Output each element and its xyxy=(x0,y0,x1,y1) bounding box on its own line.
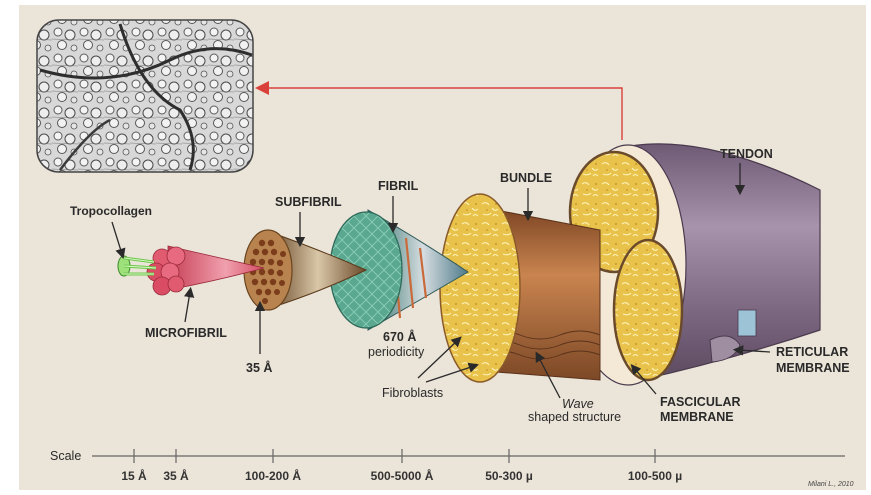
label-wave-rest: shaped structure xyxy=(528,410,621,424)
label-fascicular-line2: MEMBRANE xyxy=(660,410,734,424)
scale-tick-5: 50-300 µ xyxy=(485,469,533,483)
scale-title: Scale xyxy=(50,449,81,463)
label-subfibril-size: 35 Å xyxy=(246,360,272,375)
scale-tick-3: 100-200 Å xyxy=(245,468,301,483)
label-microfibril: MICROFIBRIL xyxy=(145,326,227,340)
label-wave: Wave xyxy=(562,397,594,411)
label-tendon: TENDON xyxy=(720,147,773,161)
red-link-arrow xyxy=(262,88,622,140)
scale-tick-2: 35 Å xyxy=(163,468,189,483)
credit-text: Milani L., 2010 xyxy=(808,481,854,488)
scale-tick-1: 15 Å xyxy=(121,468,147,483)
label-tropocollagen: Tropocollagen xyxy=(70,204,152,218)
label-bundle: BUNDLE xyxy=(500,171,552,185)
label-fibroblasts: Fibroblasts xyxy=(382,386,443,400)
label-reticular-line2: MEMBRANE xyxy=(776,361,850,375)
label-periodicity-word: periodicity xyxy=(368,345,425,359)
label-periodicity-value: 670 Å xyxy=(383,329,416,344)
label-fibril: FIBRIL xyxy=(378,179,419,193)
scale-bar: Scale 15 Å 35 Å 100-200 Å 500-5000 Å 50-… xyxy=(50,449,845,483)
scale-tick-6: 100-500 µ xyxy=(628,469,682,483)
scale-tick-4: 500-5000 Å xyxy=(371,468,434,483)
label-subfibril: SUBFIBRIL xyxy=(275,195,342,209)
label-reticular-line1: RETICULAR xyxy=(776,345,848,359)
label-fascicular-line1: FASCICULAR xyxy=(660,395,741,409)
sem-micrograph xyxy=(37,20,253,172)
